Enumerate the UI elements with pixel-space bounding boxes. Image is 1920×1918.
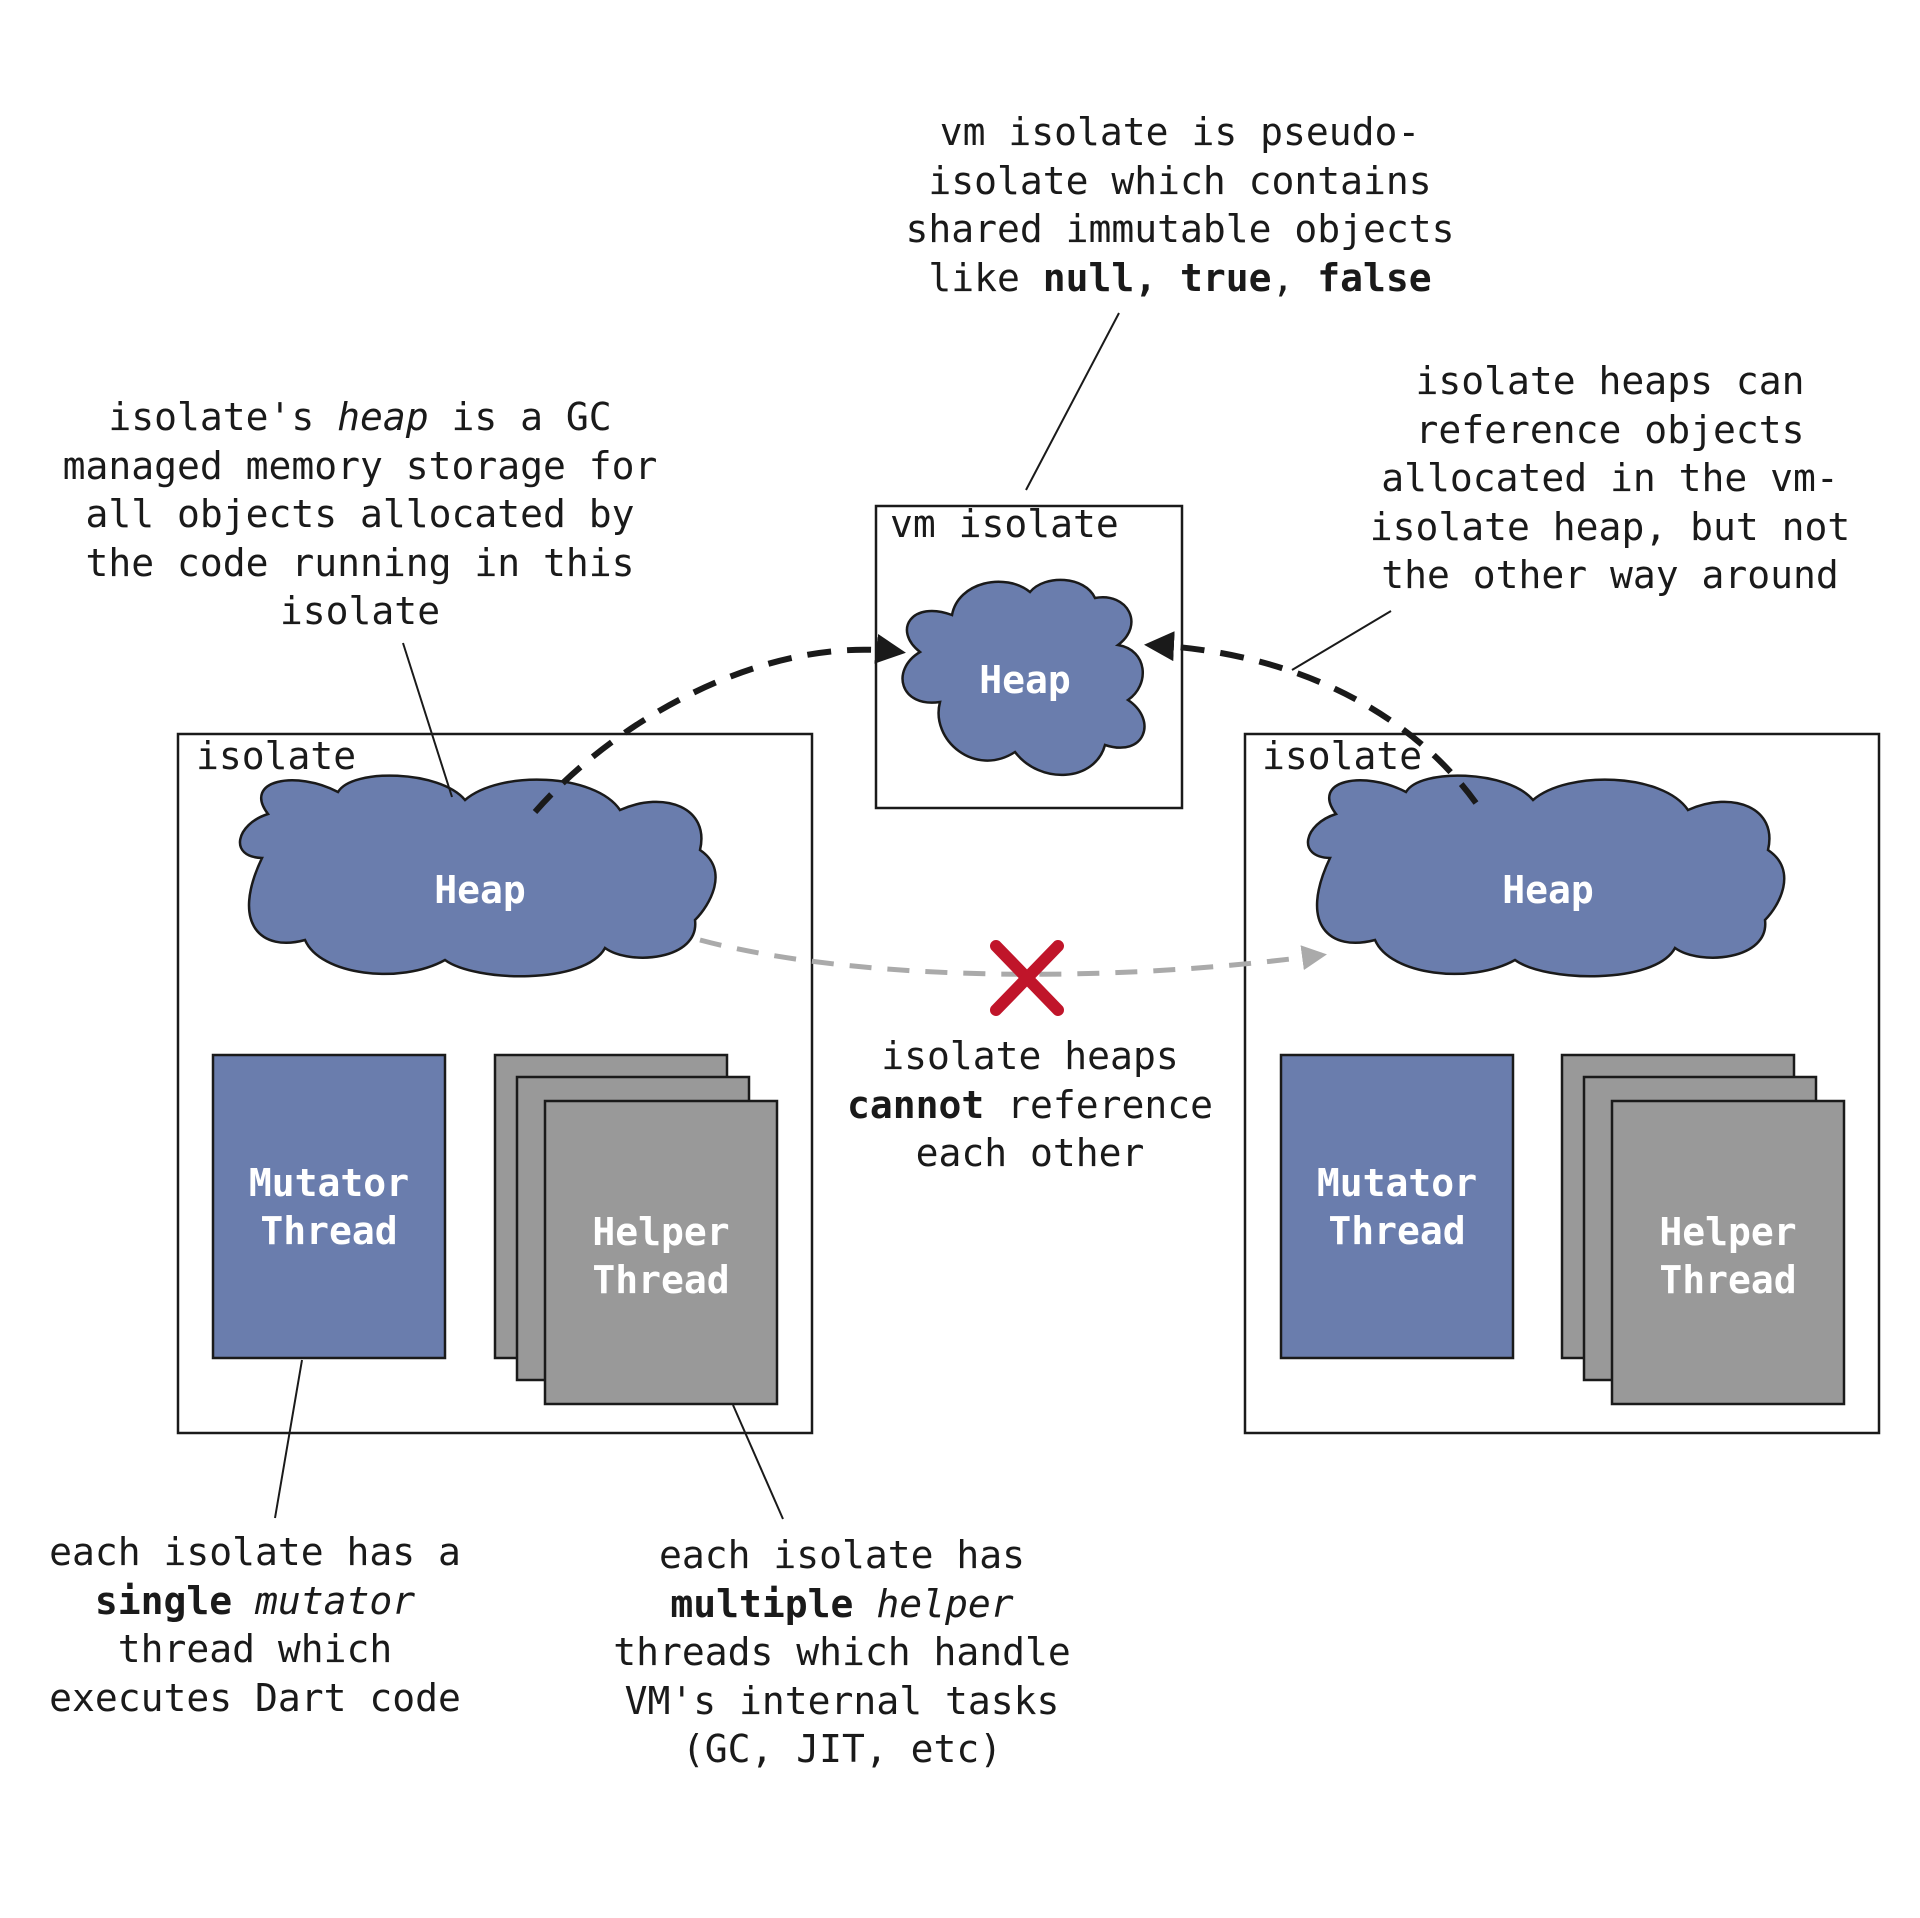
vm-isolate-note-line-3: shared immutable objects [905,207,1455,251]
vm-refs-note-line-2: reference objects [1415,407,1805,452]
cannot-reference-note-line-3: each other [915,1131,1145,1175]
cross-icon [990,940,1064,1016]
left-helper-thread-front [543,1099,779,1406]
vm-isolate-note-leader [1025,312,1120,491]
vm-isolate-note-line-1: vm isolate is pseudo- [939,110,1421,154]
vm-refs-note-line-1: isolate heaps can [1415,359,1805,403]
left-to-vm-heap-arrow [532,634,906,814]
right-heap-cloud [1306,774,1786,978]
mutator-note-leader [274,1359,303,1519]
right-heap-label: Heap [1502,868,1594,912]
right-helper-thread-front [1610,1099,1846,1406]
helper-note-line-2: multiple helper [670,1581,1014,1626]
right-mutator-label-line-2: Thread [1328,1209,1466,1253]
left-helper-label: Helper Thread [592,1208,729,1304]
left-isolate-title: isolate [196,734,357,778]
cannot-reference-note-line-1: isolate heaps [881,1034,1179,1078]
vm-refs-note-line-5: the other way around [1381,553,1839,597]
helper-note-line-4: VM's internal tasks [624,1678,1060,1723]
left-mutator-label-line-1: Mutator [248,1161,410,1205]
left-mutator-label-line-2: Thread [260,1209,398,1253]
cannot-reference-note-line-2: cannot reference [846,1082,1214,1127]
vm-refs-note-line-4: isolate heap, but not [1369,504,1851,549]
left-helper-label-line-2: Thread [592,1258,730,1302]
helper-note-leader [732,1404,784,1520]
vm-isolate-note-line-4: like null, true, false [928,255,1432,300]
right-mutator-label: Mutator Thread [1317,1159,1477,1255]
right-helper-label: Helper Thread [1659,1208,1796,1304]
vm-heap-label: Heap [979,658,1071,702]
heap-note-line-5: isolate [279,589,441,633]
left-heap-cloud [238,774,717,978]
left-mutator-label: Mutator Thread [249,1159,409,1255]
helper-note-line-3: threads which handle [613,1630,1071,1674]
heap-note-line-4: the code running in this [85,540,635,585]
heap-note: isolate's heap is a GC managed memory st… [40,393,680,636]
helper-note-line-1: each isolate has [658,1533,1026,1577]
vm-refs-note-line-3: allocated in the vm- [1381,456,1839,500]
heap-note-line-3: all objects allocated by [85,492,635,536]
left-heap-label: Heap [434,868,526,912]
mutator-note-line-1: each isolate has a [49,1530,461,1574]
heap-note-line-1: isolate's heap is a GC [108,395,612,439]
vm-refs-note-leader [1291,610,1392,671]
heap-note-leader [402,642,453,798]
vm-isolate-note-line-2: isolate which contains [928,158,1432,203]
vm-isolate-title: vm isolate [890,502,1119,546]
mutator-note-line-2: single mutator [94,1578,416,1623]
left-helper-label-line-1: Helper [592,1210,730,1254]
vm-heap-cloud [901,578,1146,776]
left-mutator-thread [211,1053,447,1360]
right-helper-label-line-1: Helper [1659,1210,1797,1254]
vm-isolate-note: vm isolate is pseudo- isolate which cont… [890,108,1470,302]
mutator-note-line-3: thread which [117,1627,393,1671]
right-isolate-title: isolate [1262,734,1423,778]
forbidden-heap-reference-arrow [699,937,1327,977]
right-mutator-thread [1279,1053,1515,1360]
mutator-note-line-4: executes Dart code [49,1675,461,1720]
heap-note-line-2: managed memory storage for [62,443,658,488]
right-to-vm-heap-arrow [1144,631,1479,805]
helper-note-line-5: (GC, JIT, etc) [681,1727,1003,1771]
cannot-reference-note: isolate heaps cannot reference each othe… [830,1032,1230,1178]
right-helper-label-line-2: Thread [1659,1258,1797,1302]
vm-refs-note: isolate heaps can reference objects allo… [1350,357,1870,600]
right-mutator-label-line-1: Mutator [1316,1161,1478,1205]
helper-note: each isolate has multiple helper threads… [592,1531,1092,1774]
mutator-note: each isolate has a single mutator thread… [25,1528,485,1722]
